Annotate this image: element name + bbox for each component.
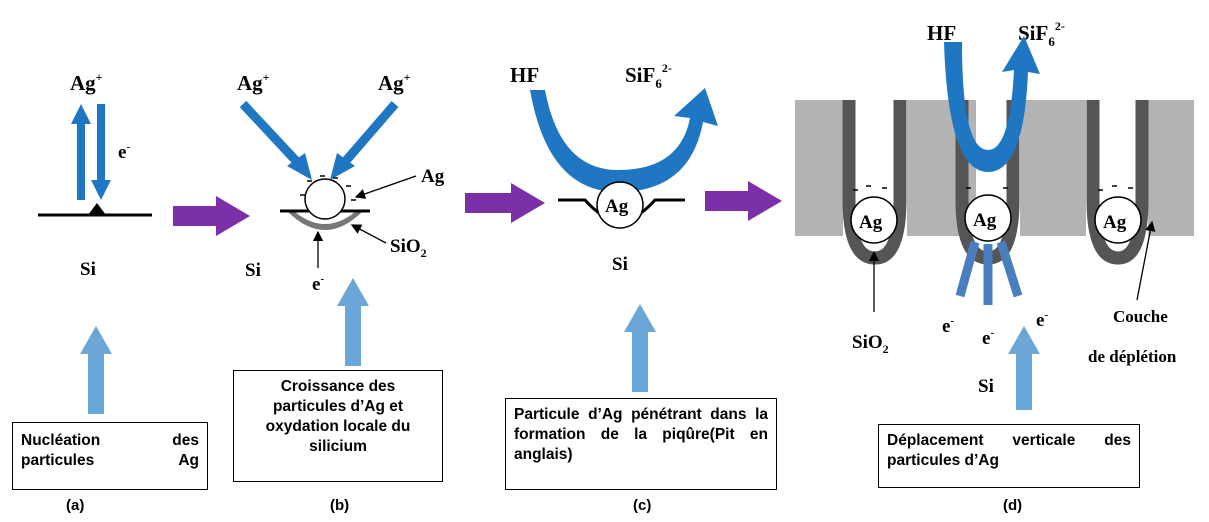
caption-c: (c) bbox=[633, 497, 652, 514]
ion-right-label-b: Ag+ bbox=[378, 70, 411, 95]
light-up-arrow-a bbox=[80, 326, 112, 414]
substrate-label-a: Si bbox=[80, 259, 96, 280]
description-box-a: Nucléation des particules Ag bbox=[12, 422, 208, 490]
particle-b bbox=[304, 178, 346, 220]
description-box-b: Croissance des particules d’Ag et oxydat… bbox=[233, 370, 443, 482]
product-label-c: SiF62- bbox=[625, 61, 672, 91]
electron-down-arrow bbox=[91, 104, 111, 200]
panel-b: Ag+ Ag+ Ag SiO2 bbox=[237, 70, 445, 366]
panel-a: Ag+ e- Si bbox=[38, 70, 152, 414]
description-text-d: Déplacement verticale des particules d’A… bbox=[887, 432, 1131, 469]
particle-left-d bbox=[850, 196, 898, 244]
particle-label-b: Ag bbox=[421, 166, 445, 187]
electron-flow-bars-d bbox=[955, 240, 1023, 305]
panel-d: Ag Ag Ag HF SiF62- e- e- e- bbox=[795, 19, 1194, 410]
reactant-label-c: HF bbox=[510, 63, 539, 87]
particle-right-d bbox=[1094, 196, 1142, 244]
ion-left-label-b: Ag+ bbox=[237, 70, 270, 95]
particle-mid-d bbox=[964, 194, 1012, 242]
oxide-label-d: SiO2 bbox=[852, 332, 889, 356]
electron-right-label-d: e- bbox=[1036, 309, 1048, 331]
ion-up-arrow bbox=[71, 104, 91, 200]
depletion-label-line2: de déplétion bbox=[1088, 347, 1177, 366]
light-up-arrow-d bbox=[1008, 326, 1040, 410]
electron-label-a: e- bbox=[118, 141, 130, 163]
electron-left-label-d: e- bbox=[942, 315, 954, 337]
description-box-c: Particule d’Ag pénétrant dans la formati… bbox=[505, 398, 777, 490]
ion-label-a: Ag+ bbox=[70, 70, 103, 95]
caption-b: (b) bbox=[330, 497, 350, 514]
etch-flow-arrow-c bbox=[530, 88, 718, 192]
substrate-label-b: Si bbox=[245, 260, 261, 281]
nucleus-a bbox=[88, 203, 106, 215]
particle-left-label-d: Ag bbox=[859, 212, 883, 233]
particle-mid-label-d: Ag bbox=[973, 210, 997, 231]
particle-right-label-d: Ag bbox=[1103, 212, 1127, 233]
electron-mid-label-d: e- bbox=[982, 327, 994, 349]
charge-marks-b bbox=[300, 175, 356, 201]
purple-arrow-1 bbox=[173, 196, 250, 236]
caption-a: (a) bbox=[66, 497, 85, 514]
ion-right-arrow-b bbox=[330, 101, 399, 180]
particle-label-c: Ag bbox=[605, 196, 629, 217]
panel-c: HF SiF62- Ag Si bbox=[510, 61, 718, 392]
electron-label-b: e- bbox=[312, 273, 324, 295]
light-up-arrow-c bbox=[624, 304, 656, 392]
particle-c bbox=[596, 181, 644, 229]
etch-flow-arrow-d bbox=[944, 36, 1040, 172]
purple-arrow-3 bbox=[705, 181, 782, 221]
description-text-a: Nucléation des particules Ag bbox=[21, 432, 199, 469]
ion-left-arrow-b bbox=[239, 100, 312, 180]
caption-d: (d) bbox=[1003, 497, 1023, 514]
oxide-cup-b bbox=[288, 212, 362, 230]
oxide-pointer-b bbox=[350, 224, 387, 244]
purple-arrow-2 bbox=[465, 183, 545, 223]
substrate-label-c: Si bbox=[612, 254, 628, 275]
depletion-pointer-d bbox=[1136, 220, 1156, 301]
reactant-label-d: HF bbox=[927, 21, 956, 45]
depletion-label-line1: Couche bbox=[1113, 307, 1168, 326]
particle-pointer-b bbox=[354, 175, 417, 199]
description-box-d: Déplacement verticale des particules d’A… bbox=[878, 424, 1140, 488]
description-text-c: Particule d’Ag pénétrant dans la formati… bbox=[514, 406, 768, 463]
substrate-label-d: Si bbox=[978, 376, 994, 397]
oxide-label-b: SiO2 bbox=[390, 236, 427, 260]
description-text-b: Croissance des particules d’Ag et oxydat… bbox=[265, 378, 411, 455]
charge-marks-d bbox=[853, 185, 1133, 191]
light-up-arrow-b bbox=[337, 278, 369, 366]
